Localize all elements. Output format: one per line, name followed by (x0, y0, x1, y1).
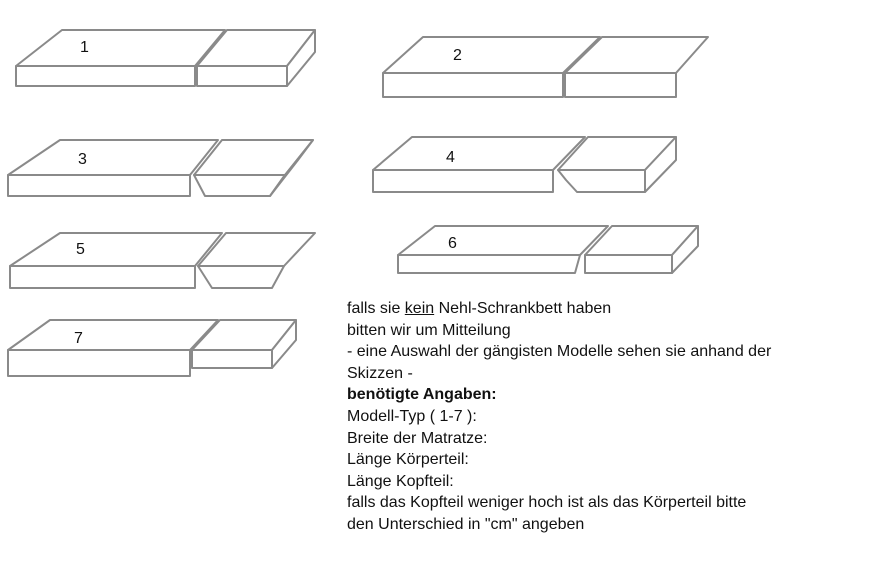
field-model-type: Modell-Typ ( 1-7 ): (347, 407, 477, 425)
head-side (286, 29, 316, 87)
model-1-sketch: 1 (15, 29, 316, 87)
body-top (7, 319, 219, 351)
model-4-label: 4 (446, 149, 455, 166)
head-front (557, 169, 646, 193)
body-front (372, 169, 554, 193)
model-1-label: 1 (80, 39, 89, 56)
head-front (191, 349, 273, 369)
line-4: Skizzen - (347, 364, 413, 382)
head-front (197, 265, 285, 289)
model-6-sketch: 6 (397, 225, 699, 274)
model-2-sketch: 2 (382, 36, 709, 98)
head-side (671, 225, 699, 274)
note-line-2: den Unterschied in "cm" angeben (347, 515, 585, 533)
required-info-heading: benötigte Angaben: (347, 386, 497, 404)
head-front (564, 72, 677, 98)
model-2-label: 2 (453, 47, 462, 64)
body-front (7, 349, 191, 377)
head-side (644, 136, 677, 193)
body-top (15, 29, 226, 67)
model-5-sketch: 5 (9, 232, 316, 289)
model-7-sketch: 7 (7, 319, 297, 377)
model-7-label: 7 (74, 330, 83, 347)
model-3-sketch: 3 (7, 139, 314, 197)
body-front (382, 72, 564, 98)
line-1-post: Nehl-Schrankbett haben (434, 300, 612, 317)
body-top (382, 36, 601, 74)
field-head-length: Länge Kopfteil: (347, 472, 454, 490)
body-top (9, 232, 223, 267)
body-front (7, 174, 191, 197)
model-5-label: 5 (76, 241, 85, 258)
body-top (372, 136, 586, 171)
body-top (397, 225, 609, 256)
field-body-length: Länge Körperteil: (347, 451, 469, 469)
model-3-label: 3 (78, 151, 87, 168)
head-side (269, 139, 314, 197)
line-1-pre: falls sie (347, 300, 405, 317)
body-front (397, 254, 581, 274)
underlined-kein: kein (404, 300, 435, 317)
line-3: - eine Auswahl der gängisten Modelle seh… (347, 343, 772, 361)
field-mattress-width: Breite der Matratze: (347, 429, 488, 447)
line-2: bitten wir um Mitteilung (347, 321, 511, 339)
body-top (7, 139, 219, 176)
head-side (271, 319, 297, 369)
body-front (9, 265, 196, 289)
line-1: falls sie kein Nehl-Schrankbett haben (347, 298, 887, 320)
model-4-sketch: 4 (372, 136, 677, 193)
model-6-label: 6 (448, 235, 457, 252)
instructions-text: falls sie kein Nehl-Schrankbett haben bi… (347, 298, 887, 536)
body-front (15, 65, 196, 87)
note-line-1: falls das Kopfteil weniger hoch ist als … (347, 494, 747, 512)
head-front (196, 65, 288, 87)
head-front (584, 254, 673, 274)
